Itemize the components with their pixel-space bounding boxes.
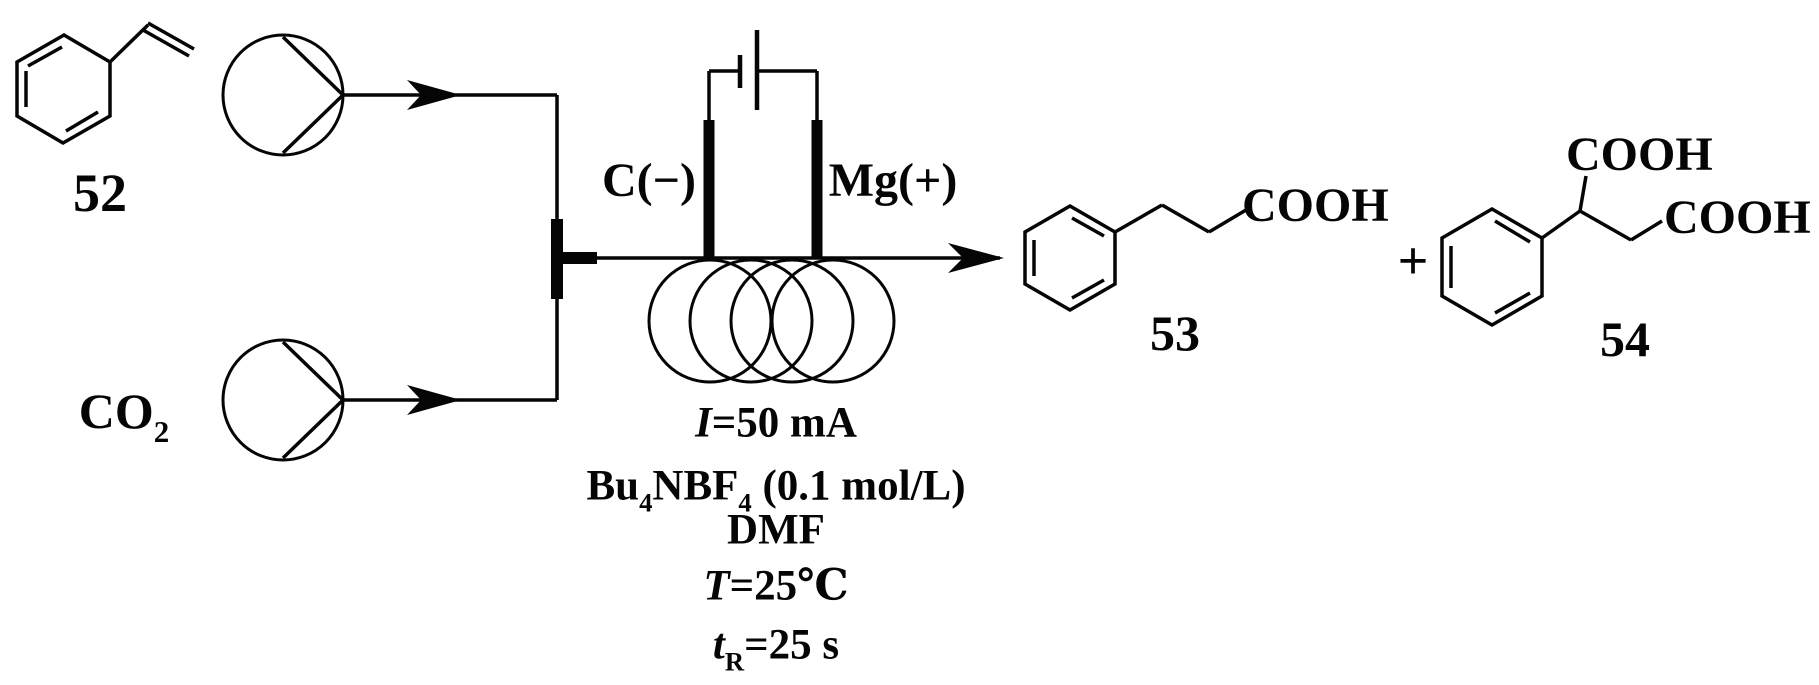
arrowhead xyxy=(948,243,1004,273)
coil-loop xyxy=(770,258,896,384)
cooh-bond-right xyxy=(1630,219,1663,242)
chain-bond xyxy=(1114,203,1163,234)
label-anode: Mg(+) xyxy=(828,154,958,207)
electrolyte-sub2: 4 xyxy=(738,487,752,518)
condition-electrolyte: Bu4NBF4 (0.1 mol/L) xyxy=(586,462,966,516)
pump-blade xyxy=(281,93,345,155)
benzene-ring xyxy=(15,32,112,146)
label-cooh-53: COOH xyxy=(1242,179,1389,232)
battery-icon xyxy=(707,30,819,120)
co2-subscript: 2 xyxy=(153,413,170,449)
pump-icon-styrene xyxy=(221,33,345,157)
coil-loop xyxy=(729,258,855,384)
double-bond xyxy=(1071,216,1105,238)
label-compound-53: 53 xyxy=(1150,305,1200,361)
condition-temperature: T=25℃ xyxy=(703,565,848,608)
label-cooh-54-right: COOH xyxy=(1664,191,1811,244)
condition-current: I=50 mA xyxy=(695,402,857,445)
coil-loop xyxy=(647,258,773,384)
benzene-ring xyxy=(1440,206,1544,328)
vinyl-double-bond xyxy=(147,21,195,51)
label-cathode: C(−) xyxy=(602,154,696,207)
time-subscript: R xyxy=(724,646,745,677)
label-compound-54: 54 xyxy=(1600,311,1650,367)
double-bond xyxy=(65,110,99,133)
double-bond xyxy=(1071,278,1105,300)
current-symbol: I xyxy=(695,399,712,447)
electrolyte-part2: NBF xyxy=(652,462,739,510)
styrene-feed-arrow xyxy=(343,80,557,110)
time-value: =25 s xyxy=(744,621,840,669)
temperature-symbol: T xyxy=(703,562,730,610)
double-bond xyxy=(27,45,63,68)
product-53-structure xyxy=(1023,203,1247,313)
co2-feed-arrow xyxy=(343,385,557,415)
condition-residence-time: tR=25 s xyxy=(712,621,840,675)
product-flow-arrow xyxy=(557,243,1004,273)
double-bond xyxy=(1494,291,1531,315)
benzene-ring xyxy=(1023,203,1117,313)
label-cooh-54-top: COOH xyxy=(1566,128,1713,181)
temperature-value: =25℃ xyxy=(729,562,849,610)
arrowhead xyxy=(407,385,461,415)
cooh-bond-top xyxy=(1578,175,1588,212)
electrolyte-part1: Bu xyxy=(586,462,640,510)
label-compound-52: 52 xyxy=(73,163,127,223)
electrolyte-part3: (0.1 mol/L) xyxy=(751,462,966,510)
chain-bond xyxy=(1540,209,1582,240)
chain-bond xyxy=(1161,203,1210,234)
plus-sign: + xyxy=(1397,231,1429,291)
styrene-structure xyxy=(15,21,195,146)
condition-solvent: DMF xyxy=(727,506,825,554)
coil-loop xyxy=(688,258,814,384)
arrowhead xyxy=(407,80,461,110)
vinyl-bond xyxy=(108,23,150,64)
pump-circle xyxy=(221,33,345,157)
chain-bond xyxy=(1208,208,1247,234)
pump-blade xyxy=(281,398,345,460)
label-co2: CO2 xyxy=(78,383,170,447)
vinyl-double-bond xyxy=(142,28,190,58)
current-value: =50 mA xyxy=(711,399,857,447)
chain-bond xyxy=(1579,209,1632,242)
pump-blade xyxy=(281,340,345,402)
double-bond xyxy=(1494,219,1531,244)
coil-reactor-icon xyxy=(647,258,896,384)
time-symbol: t xyxy=(712,621,725,669)
co2-formula: CO xyxy=(78,383,154,439)
pump-icon-co2 xyxy=(221,338,345,462)
electrolyte-sub1: 4 xyxy=(639,487,653,518)
pump-blade xyxy=(281,35,345,97)
pump-circle xyxy=(221,338,345,462)
product-54-structure xyxy=(1440,175,1663,328)
